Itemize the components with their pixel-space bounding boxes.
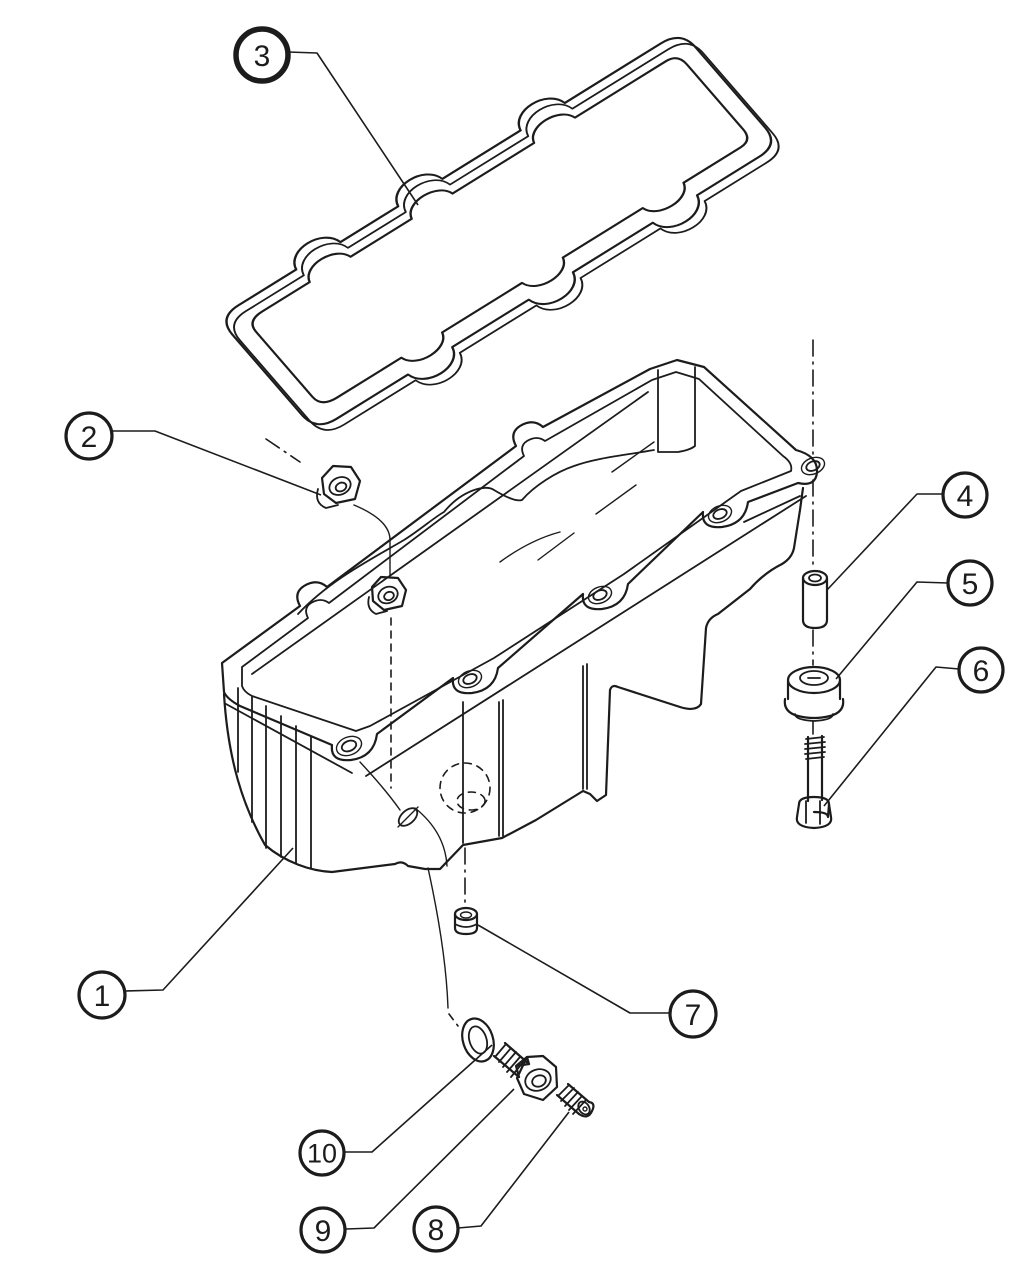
- flange-nut-installed: [353, 504, 408, 615]
- callout-10-number: 10: [307, 1139, 337, 1169]
- spacer-tube-part: [801, 569, 829, 630]
- mount-bolt-part: [795, 734, 833, 830]
- drain-plug-part: [492, 1041, 559, 1102]
- mount-bushing-part: [783, 665, 845, 722]
- pan-bolt-holes: [335, 456, 826, 757]
- callout-6-circle: [957, 646, 1005, 694]
- callout-4-circle: [941, 471, 989, 519]
- callout-10: 10: [298, 1129, 346, 1177]
- leader-3: [287, 51, 419, 206]
- flange-nut-part: [316, 464, 362, 509]
- callout-4: 4: [941, 471, 989, 519]
- callout-7-circle: [668, 989, 718, 1039]
- callout-2-circle: [64, 411, 114, 461]
- gasket-part: [225, 37, 780, 431]
- leader-1: [124, 847, 294, 992]
- drain-axis-curve: [427, 867, 449, 1009]
- callout-3-circle: [233, 26, 291, 84]
- callout-6-number: 6: [973, 655, 990, 688]
- callout-8: 8: [412, 1205, 460, 1253]
- pan-rim-inner: [241, 371, 793, 732]
- gasket-outer-outline: [225, 37, 773, 426]
- threaded-plug-part: [555, 1082, 595, 1118]
- callout-5: 5: [946, 559, 994, 607]
- callout-9-circle: [299, 1206, 347, 1254]
- callout-3-number: 3: [254, 40, 271, 73]
- oil-pan-part: [220, 358, 826, 874]
- callout-1: 1: [77, 970, 127, 1020]
- leader-6: [823, 666, 960, 807]
- callout-5-number: 5: [962, 568, 979, 601]
- pan-hidden-drain-boss: [439, 762, 491, 814]
- callout-10-circle: [298, 1129, 346, 1177]
- small-plug-part: [453, 906, 479, 936]
- gasket-inner-outline: [251, 57, 749, 404]
- pan-interior-detail: [251, 366, 696, 675]
- callout-9-number: 9: [315, 1215, 332, 1248]
- pan-front-hole: [359, 761, 448, 867]
- callout-8-number: 8: [428, 1214, 445, 1247]
- leader-10: [344, 1044, 493, 1153]
- callout-7-number: 7: [685, 999, 702, 1032]
- callout-8-circle: [412, 1205, 460, 1253]
- callout-layer: 1 2 3 4 5 6 7 8 9 10: [64, 26, 1005, 1254]
- pan-body-outline: [222, 486, 805, 874]
- leader-8: [457, 1111, 570, 1229]
- leader-lines: [112, 51, 960, 1230]
- callout-4-number: 4: [957, 480, 974, 513]
- leader-7: [477, 924, 670, 1014]
- callout-2: 2: [64, 411, 114, 461]
- callout-2-number: 2: [81, 421, 98, 454]
- pan-front-steps: [462, 663, 588, 844]
- leader-2: [112, 430, 322, 496]
- leader-5: [835, 581, 949, 680]
- callout-3: 3: [233, 26, 291, 84]
- pan-rim-outer: [220, 358, 819, 762]
- callout-9: 9: [299, 1206, 347, 1254]
- callout-7: 7: [668, 989, 718, 1039]
- pan-ribs: [237, 687, 312, 869]
- leader-9: [345, 1088, 515, 1230]
- callout-1-number: 1: [94, 980, 111, 1013]
- drain-axis-dash: [448, 1013, 459, 1027]
- callout-1-circle: [77, 970, 127, 1020]
- gasket-thickness-edge: [233, 42, 780, 431]
- leader-4: [826, 493, 943, 591]
- pan-rim-band: [225, 495, 807, 777]
- callout-6: 6: [957, 646, 1005, 694]
- nut-axis-line: [265, 438, 301, 463]
- callout-5-circle: [946, 559, 994, 607]
